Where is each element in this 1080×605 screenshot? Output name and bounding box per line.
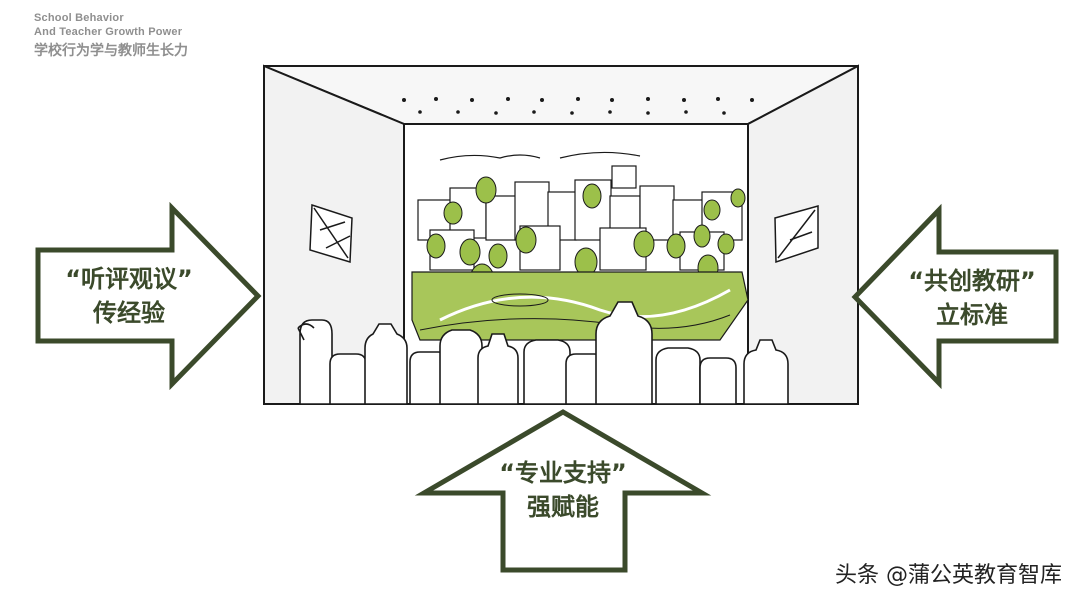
bottom-arrow-label: “专业支持” 强赋能	[478, 456, 648, 524]
park-plaza	[411, 271, 749, 341]
brand-en-line1: School Behavior	[34, 12, 124, 24]
watermark: 头条 @蒲公英教育智库	[835, 563, 1062, 588]
wall-windows	[309, 203, 819, 264]
audience	[297, 301, 789, 405]
bottom-arrow-line1: “专业支持”	[499, 459, 627, 487]
right-arrow-label: “共创教研” 立标准	[888, 264, 1056, 332]
left-arrow-line1: “听评观议”	[65, 265, 193, 293]
right-arrow-line1: “共创教研”	[908, 267, 1036, 295]
bottom-arrow-line2: 强赋能	[527, 493, 599, 521]
left-arrow-shape	[35, 201, 262, 391]
brand-zh: 学校行为学与教师生长力	[34, 43, 188, 59]
right-arrow-line2: 立标准	[936, 301, 1008, 329]
brand-en-line2: And Teacher Growth Power	[34, 26, 183, 38]
left-arrow-label: “听评观议” 传经验	[44, 262, 214, 330]
right-arrow-shape	[851, 203, 1059, 390]
ceiling-lights	[402, 97, 754, 115]
left-arrow-line2: 传经验	[93, 299, 165, 327]
brand-logo: School Behavior And Teacher Growth Power…	[34, 11, 188, 61]
bottom-arrow-shape	[414, 409, 712, 573]
